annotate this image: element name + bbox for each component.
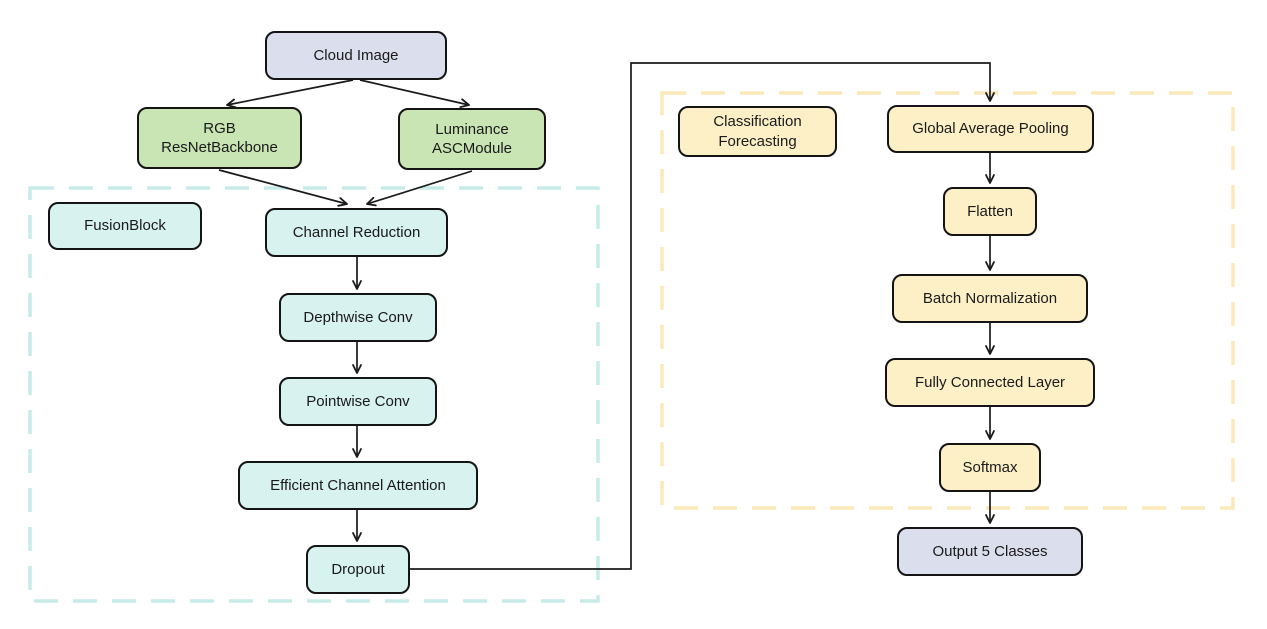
edge-cloud-to-rgb — [226, 79, 354, 109]
node-rgb-resnet-backbone-label: RGB ResNetBackbone — [161, 119, 278, 157]
node-cloud-image-label: Cloud Image — [313, 46, 399, 64]
node-output-5-classes: Output 5 Classes — [897, 527, 1083, 576]
node-pointwise-conv: Pointwise Conv — [279, 377, 437, 426]
node-channel-reduction: Channel Reduction — [265, 208, 448, 257]
node-channel-reduction-label: Channel Reduction — [292, 223, 421, 241]
node-global-average-pooling-label: Global Average Pooling — [912, 120, 1069, 138]
node-luminance-asc-module: Luminance ASCModule — [398, 108, 546, 170]
node-softmax: Softmax — [939, 443, 1041, 492]
fusion-block-container — [28, 186, 600, 603]
node-fusion-block-label-text: FusionBlock — [84, 217, 166, 235]
node-depthwise-conv: Depthwise Conv — [279, 293, 437, 342]
node-batch-normalization-label: Batch Normalization — [922, 289, 1058, 307]
node-softmax-label: Softmax — [962, 458, 1018, 476]
node-batch-normalization: Batch Normalization — [892, 274, 1088, 323]
node-dropout-label: Dropout — [331, 560, 385, 578]
node-pointwise-conv-label: Pointwise Conv — [306, 392, 410, 410]
node-classification-forecasting-label-text: Classification Forecasting — [713, 113, 802, 150]
edge-cloud-to-luminance — [359, 79, 470, 109]
node-dropout: Dropout — [306, 545, 410, 594]
node-cloud-image: Cloud Image — [265, 31, 447, 80]
node-classification-forecasting-label: Classification Forecasting — [678, 106, 837, 157]
node-flatten-label: Flatten — [967, 202, 1013, 220]
node-rgb-resnet-backbone: RGB ResNetBackbone — [137, 107, 302, 169]
node-fusion-block-label: FusionBlock — [48, 202, 202, 250]
node-efficient-channel-attention-label: Efficient Channel Attention — [270, 476, 446, 494]
node-efficient-channel-attention: Efficient Channel Attention — [238, 461, 478, 510]
node-luminance-asc-module-label: Luminance ASCModule — [431, 120, 513, 158]
node-global-average-pooling: Global Average Pooling — [887, 105, 1094, 153]
node-flatten: Flatten — [943, 187, 1037, 236]
edge-luminance-to-channel-reduction — [366, 170, 473, 207]
edge-dropout-to-gap — [410, 62, 995, 570]
edge-rgb-to-channel-reduction — [218, 169, 348, 207]
node-fully-connected-layer-label: Fully Connected Layer — [914, 373, 1066, 391]
node-output-5-classes-label: Output 5 Classes — [932, 542, 1048, 560]
node-depthwise-conv-label: Depthwise Conv — [303, 308, 413, 326]
classification-forecasting-container — [660, 91, 1235, 510]
node-fully-connected-layer: Fully Connected Layer — [885, 358, 1095, 407]
